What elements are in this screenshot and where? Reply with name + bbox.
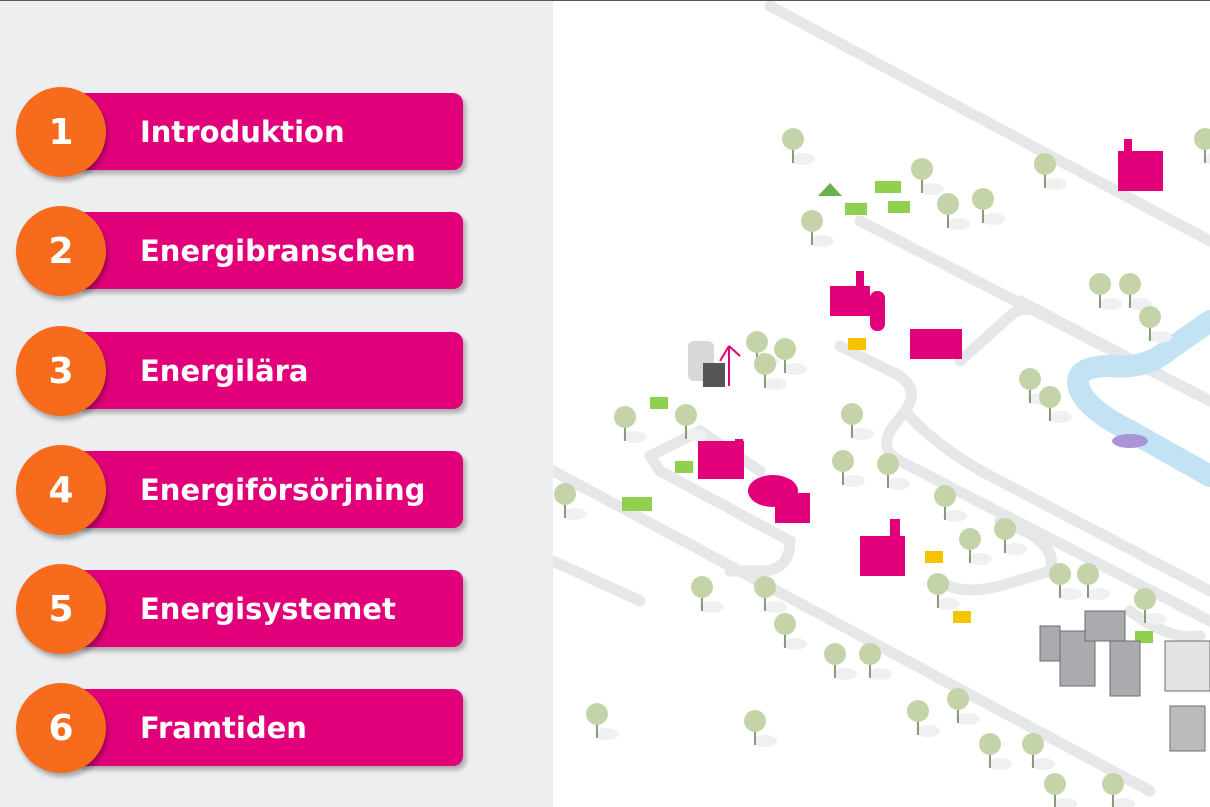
tree-icon (1022, 733, 1055, 770)
menu-item-label: Energilära (140, 354, 309, 388)
tree-icon (774, 613, 807, 650)
menu-item-label: Framtiden (140, 711, 307, 745)
tree-icon (1194, 128, 1210, 165)
menu-item-energiforsorjning[interactable]: 4 Energiförsörjning (16, 445, 464, 535)
chapter-menu: 1 Introduktion 2 Energibranschen 3 Energ… (0, 1, 553, 807)
menu-item-background (75, 689, 463, 766)
menu-item-background (75, 332, 463, 409)
tree-icon (907, 700, 940, 737)
chapter-number-badge: 1 (16, 87, 106, 177)
tree-icon (832, 450, 865, 487)
menu-item-label: Energisystemet (140, 592, 396, 626)
menu-item-background (75, 93, 463, 170)
menu-item-introduktion[interactable]: 1 Introduktion (16, 87, 464, 177)
tree-icon (911, 158, 944, 195)
trees (554, 128, 1210, 807)
tree-icon (1049, 563, 1082, 600)
menu-item-framtiden[interactable]: 6 Framtiden (16, 683, 464, 773)
tree-icon (1039, 386, 1072, 423)
tree-icon (1102, 773, 1135, 807)
tree-icon (959, 528, 992, 565)
tree-icon (754, 576, 787, 613)
tree-icon (994, 518, 1027, 555)
tree-icon (841, 403, 874, 440)
tree-icon (1134, 588, 1167, 625)
menu-item-background (75, 451, 463, 528)
factory-icon (698, 139, 1163, 576)
chapter-number-badge: 4 (16, 445, 106, 535)
tree-icon (1139, 306, 1172, 343)
menu-item-label: Energiförsörjning (140, 473, 426, 507)
tree-icon (754, 353, 787, 390)
menu-item-background (75, 570, 463, 647)
tree-icon (927, 573, 960, 610)
chapter-number-badge: 3 (16, 326, 106, 416)
tree-icon (824, 643, 857, 680)
tree-icon (586, 703, 619, 740)
chapter-number-badge: 2 (16, 206, 106, 296)
menu-item-label: Energibranschen (140, 234, 416, 268)
tree-icon (1077, 563, 1110, 600)
chapter-number-badge: 5 (16, 564, 106, 654)
silo-icon (688, 341, 725, 387)
tree-icon (675, 404, 708, 441)
tree-icon (1034, 153, 1067, 190)
menu-item-background (75, 212, 463, 289)
tree-icon (691, 576, 724, 613)
menu-item-energisystemet[interactable]: 5 Energisystemet (16, 564, 464, 654)
tree-icon (554, 483, 587, 520)
tree-icon (972, 188, 1005, 225)
boat-icon (1112, 434, 1148, 448)
chapter-number-badge: 6 (16, 683, 106, 773)
tree-icon (801, 210, 834, 247)
river (1067, 310, 1210, 487)
tree-icon (744, 710, 777, 747)
tree-icon (937, 193, 970, 230)
tree-icon (1044, 773, 1077, 807)
isometric-energy-map (553, 1, 1210, 807)
tree-icon (947, 688, 980, 725)
tree-icon (934, 485, 967, 522)
tree-icon (1119, 273, 1152, 310)
menu-item-label: Introduktion (140, 115, 345, 149)
tree-icon (859, 643, 892, 680)
city-buildings (1039, 610, 1210, 752)
tree-icon (614, 406, 647, 443)
tree-icon (774, 338, 807, 375)
tree-icon (979, 733, 1012, 770)
tree-icon (782, 128, 815, 165)
vehicles (622, 181, 1153, 643)
tree-icon (1089, 273, 1122, 310)
wind-turbine-icon (719, 345, 741, 386)
menu-item-energilara[interactable]: 3 Energilära (16, 326, 464, 416)
tree-icon (877, 453, 910, 490)
menu-item-energibranschen[interactable]: 2 Energibranschen (16, 206, 464, 296)
